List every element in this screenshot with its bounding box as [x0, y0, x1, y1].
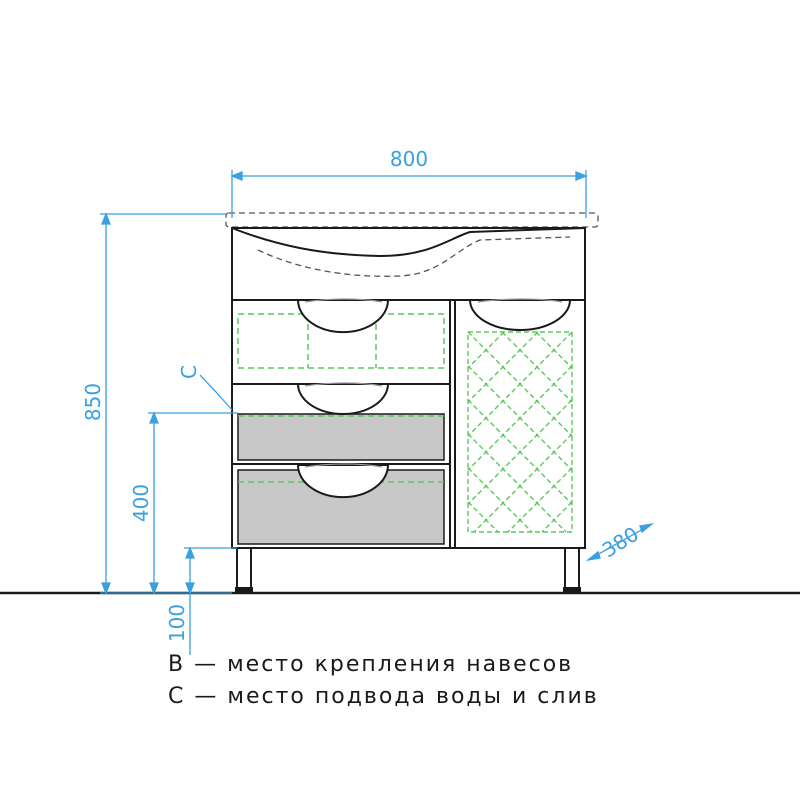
legend-b: B — место крепления навесов — [168, 652, 574, 677]
middle-drawer-box — [237, 413, 445, 461]
depth-value: 380 — [598, 522, 643, 563]
mount-height-value: 400 — [129, 484, 153, 522]
door-diamond-pattern — [467, 331, 573, 533]
sink-bowl-hidden — [257, 236, 571, 277]
leg-height-dimension — [184, 546, 237, 655]
leg-height-value: 100 — [165, 604, 189, 642]
cabinet-legs — [236, 547, 580, 589]
drawer-handles — [296, 299, 390, 499]
sink-body — [231, 227, 586, 301]
height-dimension — [100, 212, 232, 595]
sink-bowl — [231, 227, 586, 258]
depth-dimension — [585, 522, 655, 562]
countertop — [225, 212, 599, 228]
width-value: 800 — [390, 147, 428, 171]
c-marker-label: C — [177, 365, 201, 379]
height-value: 850 — [81, 383, 105, 421]
door-handle-cutout — [468, 299, 572, 331]
right-door — [454, 299, 586, 549]
mount-height-dimension — [148, 411, 238, 595]
width-dimension — [230, 170, 588, 218]
legend-c: C — место подвода воды и слив — [168, 684, 599, 709]
c-marker-leader — [199, 374, 233, 411]
